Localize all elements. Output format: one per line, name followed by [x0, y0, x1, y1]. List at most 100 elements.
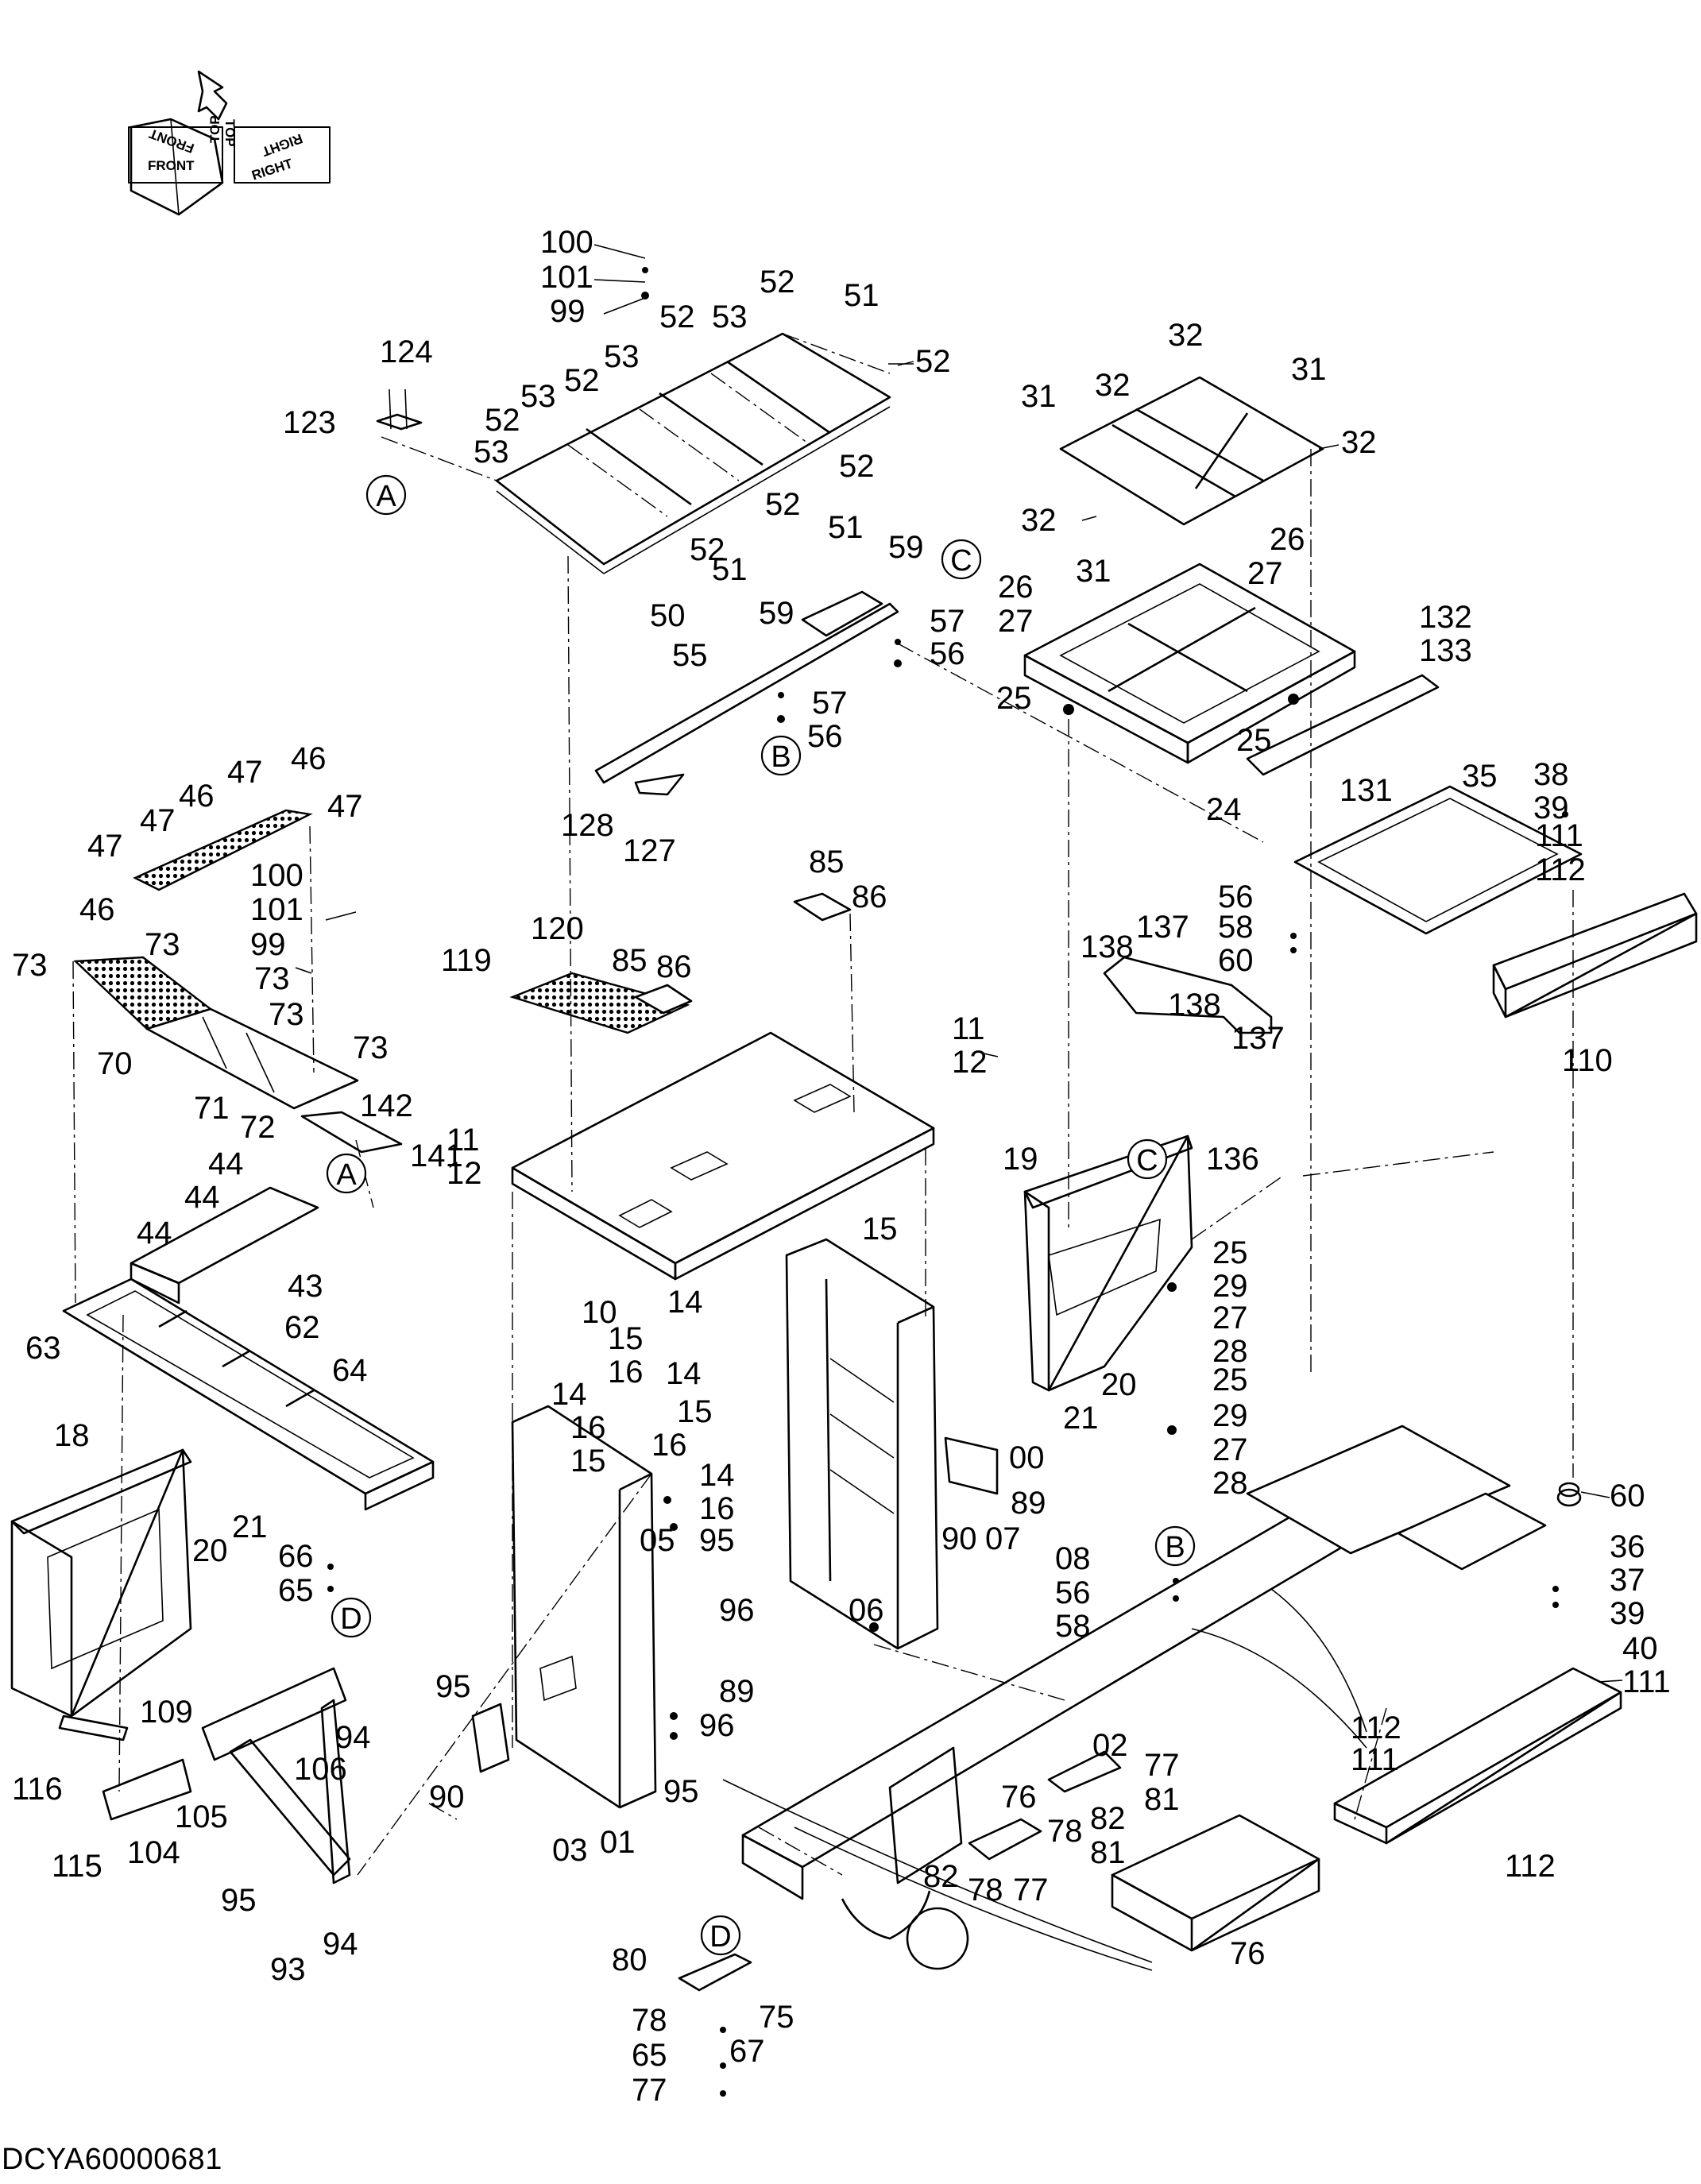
- ref-marker-b-lower: B: [1154, 1525, 1196, 1567]
- part-label: 21: [232, 1509, 268, 1544]
- part-label: 131: [1340, 773, 1393, 808]
- part-label: 99: [250, 927, 286, 962]
- part-label: 115: [52, 1849, 102, 1884]
- part-label: 58: [1055, 1609, 1091, 1644]
- part-label: 06: [849, 1593, 884, 1628]
- part-label: 57: [812, 686, 848, 721]
- part-label: 50: [650, 598, 686, 633]
- part-outlines: [10, 332, 1698, 1992]
- part-label: 104: [127, 1835, 180, 1870]
- part-label: 96: [699, 1708, 735, 1743]
- part-label: 21: [1063, 1401, 1099, 1436]
- part-label: 05: [640, 1523, 675, 1558]
- part-label: 111: [1351, 1742, 1399, 1777]
- part-label: 128: [561, 808, 614, 843]
- part-label: 141: [410, 1138, 463, 1173]
- fastener-dots: [327, 267, 1568, 2097]
- part-label: 66: [278, 1539, 314, 1574]
- part-label: 95: [435, 1669, 471, 1704]
- part-label: 10: [582, 1295, 617, 1330]
- part-label: 59: [759, 596, 794, 631]
- part-label: 89: [719, 1674, 755, 1709]
- ref-marker-a-lower: A: [326, 1153, 367, 1194]
- part-label: 24: [1206, 792, 1242, 827]
- part-label: 73: [353, 1030, 389, 1065]
- part-label: 86: [656, 949, 692, 984]
- part-label: 32: [1341, 425, 1377, 460]
- part-label: 73: [12, 948, 48, 983]
- part-label: 46: [291, 741, 327, 776]
- part-label: 27: [1247, 556, 1283, 591]
- part-label: 31: [1291, 352, 1327, 387]
- part-label: 99: [550, 294, 586, 329]
- ref-marker-d-left: D: [331, 1597, 372, 1638]
- drawing-code: DCYA60000681: [2, 2143, 222, 2176]
- part-label: 14: [699, 1458, 735, 1493]
- part-label: 137: [1231, 1021, 1285, 1056]
- part-label: 38: [1533, 757, 1569, 792]
- orient-top: TOP: [207, 115, 222, 143]
- svg-text:C: C: [1136, 1144, 1158, 1177]
- part-label: 25: [1212, 1363, 1248, 1397]
- part-label: 00: [1009, 1440, 1045, 1475]
- part-label: 56: [1218, 879, 1254, 914]
- part-label: 51: [828, 510, 864, 545]
- part-label: 35: [1462, 759, 1498, 794]
- part-label: 11: [447, 1123, 480, 1158]
- part-label: 63: [25, 1331, 61, 1366]
- part-label: 52: [765, 487, 801, 522]
- ref-marker-c-upper: C: [941, 539, 982, 580]
- part-label: 47: [327, 789, 363, 824]
- part-label: 78: [968, 1873, 1003, 1908]
- part-label: 15: [862, 1212, 898, 1247]
- part-label: 58: [1218, 910, 1254, 945]
- part-label: 76: [1001, 1780, 1037, 1815]
- part-label: 12: [952, 1045, 988, 1080]
- orient-right-upper: RIGHT: [260, 130, 305, 159]
- part-label: 81: [1090, 1835, 1126, 1870]
- svg-text:B: B: [771, 740, 791, 774]
- part-label: 53: [520, 379, 556, 414]
- part-label: 85: [612, 943, 648, 978]
- part-label: 47: [227, 755, 263, 790]
- ref-marker-c-lower: C: [1127, 1138, 1168, 1180]
- part-label: 67: [729, 2034, 765, 2069]
- part-label: 32: [1168, 318, 1204, 353]
- part-label: 123: [283, 405, 336, 440]
- part-label: 133: [1419, 633, 1472, 668]
- part-label: 31: [1021, 379, 1057, 414]
- part-label: 51: [844, 278, 879, 313]
- part-label: 78: [632, 2003, 667, 2038]
- part-label: 100: [250, 858, 303, 893]
- svg-text:A: A: [376, 480, 396, 513]
- part-label: 26: [1270, 522, 1305, 557]
- part-label: 43: [288, 1269, 323, 1304]
- part-label: 44: [184, 1180, 220, 1215]
- part-label: 56: [930, 636, 965, 671]
- part-label: 44: [208, 1146, 244, 1181]
- part-label: 16: [651, 1428, 687, 1463]
- part-label: 137: [1136, 910, 1189, 945]
- part-label: 73: [254, 961, 290, 996]
- part-label: 25: [1212, 1235, 1248, 1270]
- part-label: 95: [663, 1774, 699, 1809]
- part-label: 25: [996, 681, 1032, 716]
- part-label: 82: [923, 1859, 959, 1894]
- part-label: 40: [1622, 1631, 1658, 1666]
- part-label: 60: [1218, 943, 1254, 978]
- part-label: 07: [985, 1521, 1021, 1556]
- part-label: 14: [667, 1285, 703, 1320]
- part-label: 106: [294, 1752, 347, 1787]
- part-label: 32: [1021, 503, 1057, 538]
- part-label: 12: [447, 1156, 482, 1191]
- part-label: 71: [194, 1091, 230, 1126]
- part-label: 27: [1212, 1301, 1248, 1336]
- part-label: 52: [760, 265, 795, 300]
- part-label: 56: [807, 719, 843, 754]
- svg-text:B: B: [1165, 1531, 1185, 1564]
- part-label: 20: [1101, 1367, 1137, 1402]
- part-label: 127: [623, 833, 676, 868]
- part-label: 16: [699, 1491, 735, 1526]
- part-label: 14: [666, 1356, 702, 1391]
- part-label: 111: [1535, 818, 1583, 853]
